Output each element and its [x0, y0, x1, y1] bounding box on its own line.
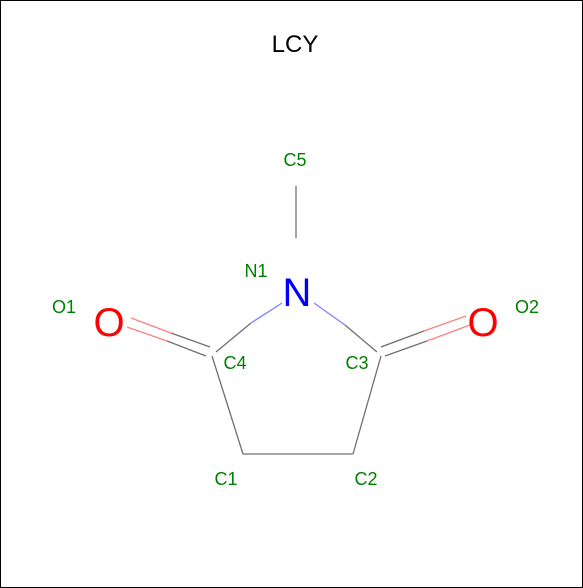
- atom-label-o2: O2: [515, 297, 539, 317]
- atom-label-o1: O1: [52, 297, 76, 317]
- atom-label-c1: C1: [214, 469, 237, 489]
- atom-label-c4: C4: [223, 353, 246, 373]
- bond-c2-c3: [352, 355, 382, 455]
- bond-c3-o2-double: [380, 315, 471, 357]
- nitrogen-symbol: N: [283, 271, 312, 315]
- bond-c4-o1-double: [126, 317, 211, 357]
- atom-label-c3: C3: [345, 353, 368, 373]
- oxygen-symbol-o1: O: [93, 301, 124, 345]
- diagram-title: LCY: [272, 31, 319, 58]
- bond-n1-c3: [313, 302, 378, 353]
- atom-label-c5: C5: [283, 150, 306, 170]
- atom-label-n1: N1: [244, 261, 267, 281]
- oxygen-symbol-o2: O: [467, 301, 498, 345]
- bond-n1-c4: [215, 302, 283, 353]
- bonds: [126, 186, 471, 455]
- atom-label-c2: C2: [354, 469, 377, 489]
- bond-c4-c1: [211, 355, 244, 455]
